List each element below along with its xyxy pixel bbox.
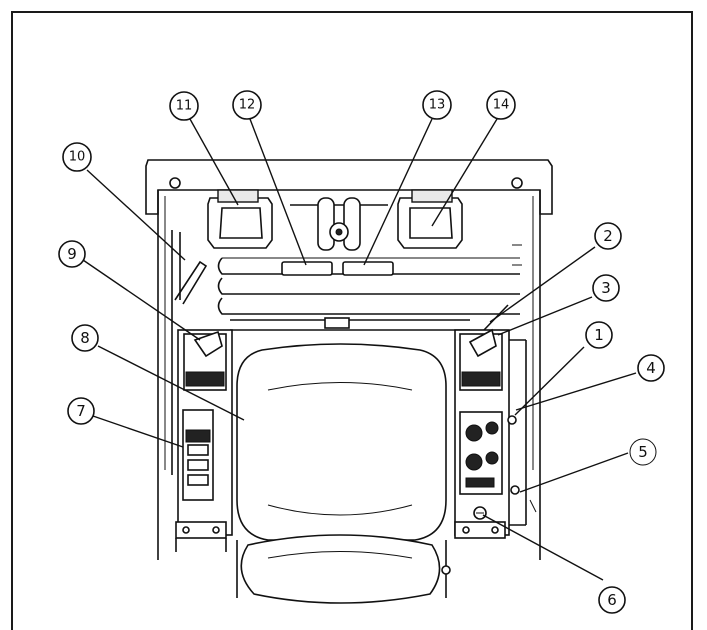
callout-11: 11 [169, 91, 199, 121]
callout-2-label: 2 [603, 227, 613, 245]
callout-3: 3 [592, 274, 620, 302]
callout-6-label: 6 [607, 591, 617, 609]
callout-5-label: 5 [638, 443, 648, 461]
figure-frame [11, 11, 693, 630]
callout-9-label: 9 [67, 245, 77, 263]
callout-12-label: 12 [239, 98, 256, 113]
callout-10-label: 10 [69, 150, 86, 165]
center-pedals [281, 197, 394, 276]
left-console [171, 230, 233, 552]
callout-3-label: 3 [601, 279, 611, 297]
callout-10: 10 [62, 142, 92, 172]
callout-14: 14 [486, 90, 516, 120]
callout-7-label: 7 [76, 402, 86, 420]
callout-9: 9 [58, 240, 86, 268]
callout-13-label: 13 [429, 98, 446, 113]
left-top-box [207, 189, 273, 249]
callout-2: 2 [594, 222, 622, 250]
callout-5: 5 [629, 438, 657, 466]
right-top-box [397, 189, 463, 249]
callout-8: 8 [71, 324, 99, 352]
callout-4-label: 4 [646, 359, 656, 377]
operator-seat [236, 343, 451, 604]
callout-8-label: 8 [80, 329, 90, 347]
callout-13: 13 [422, 90, 452, 120]
callout-7: 7 [67, 397, 95, 425]
rear-panel [145, 159, 553, 560]
callout-4: 4 [637, 354, 665, 382]
callout-11-label: 11 [176, 99, 193, 114]
callout-14-label: 14 [493, 98, 510, 113]
right-console [454, 304, 537, 539]
callout-12: 12 [232, 90, 262, 120]
callout-1: 1 [585, 321, 613, 349]
callout-1-label: 1 [594, 326, 604, 344]
callout-6: 6 [598, 586, 626, 614]
leader-lines [82, 118, 637, 581]
